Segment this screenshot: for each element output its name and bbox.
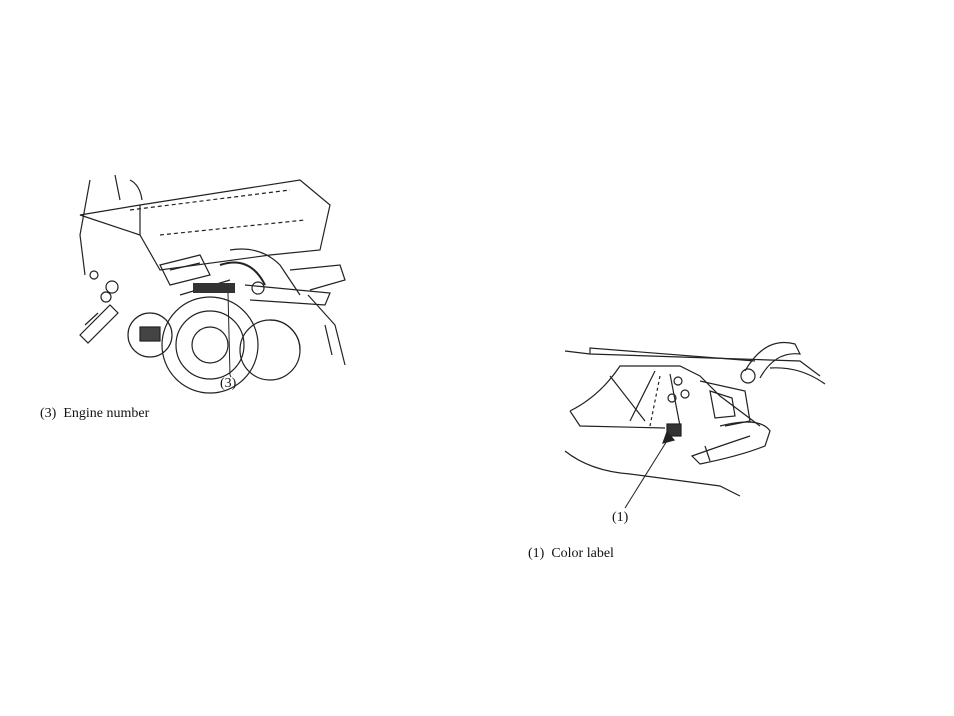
engine-illustration xyxy=(70,175,350,400)
color-label-caption: (1) Color label xyxy=(528,547,614,561)
engine-number-callout: (3) xyxy=(220,377,236,391)
color-label-illustration xyxy=(560,336,830,531)
color-label-callout: (1) xyxy=(612,511,628,525)
engine-number-caption: (3) Engine number xyxy=(40,407,149,421)
